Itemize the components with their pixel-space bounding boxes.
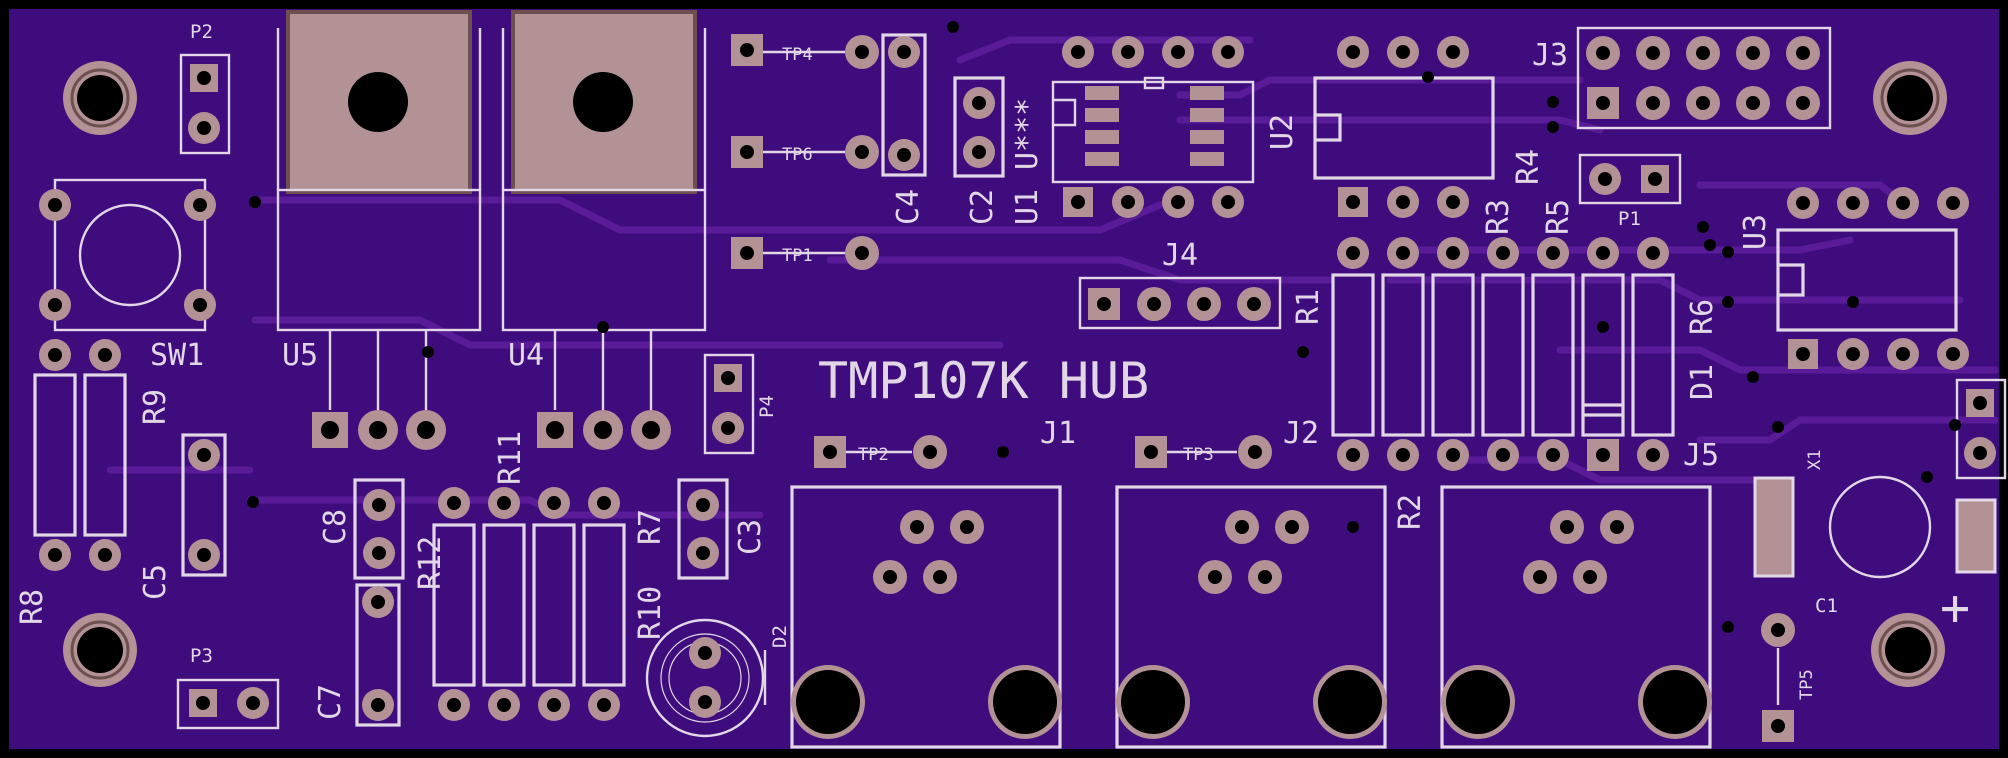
- ref-tp6: TP6: [782, 145, 813, 165]
- ref-c1: C1: [1815, 595, 1838, 617]
- testpoint-tp2: [814, 435, 947, 469]
- jack-j2: [1115, 485, 1387, 749]
- header-j3: [1576, 26, 1832, 130]
- ref-d1: D1: [1685, 364, 1720, 400]
- ref-u1: U1: [1010, 189, 1045, 225]
- testpoint-tp5: [1761, 613, 1795, 742]
- connector-p2: [179, 53, 231, 155]
- ref-c3: C3: [733, 519, 768, 555]
- ref-r6: R6: [1685, 299, 1720, 335]
- ref-tp3: TP3: [1183, 445, 1214, 465]
- ref-p1: P1: [1618, 208, 1641, 230]
- ref-j5: J5: [1683, 438, 1719, 473]
- ref-r12: R12: [413, 536, 448, 590]
- switch-sw1: [39, 178, 216, 332]
- ref-r5: R5: [1541, 199, 1576, 235]
- vias: [247, 21, 1961, 633]
- jack-j1: [790, 485, 1062, 749]
- ref-r3: R3: [1481, 199, 1516, 235]
- mounting-hole-bl: [63, 613, 137, 687]
- ic-u3: [1776, 187, 1969, 370]
- crystal-x1: [1753, 475, 1997, 579]
- connector-p4: [703, 353, 755, 455]
- ref-x1: X1: [1805, 450, 1825, 470]
- ref-c5: C5: [138, 564, 173, 600]
- ref-j2: J2: [1283, 416, 1319, 451]
- ref-r2: R2: [1393, 494, 1428, 530]
- board-title: TMP107K HUB: [818, 352, 1149, 410]
- testpoint-tp6: [731, 135, 879, 169]
- ref-d2: D2: [769, 625, 791, 648]
- mounting-hole-tl: [63, 61, 137, 135]
- mounting-hole-tr: [1873, 61, 1947, 135]
- ref-p3: P3: [190, 645, 213, 667]
- regulator-u5: [276, 10, 482, 450]
- ref-r8: R8: [15, 589, 50, 625]
- testpoint-tp3: [1135, 435, 1272, 469]
- ref-u4: U4: [508, 338, 544, 373]
- capacitor-c8: [353, 478, 405, 580]
- testpoint-tp4: [731, 34, 879, 69]
- ref-tp1: TP1: [782, 246, 813, 266]
- ic-u1: [1051, 36, 1255, 218]
- ref-sw1: SW1: [150, 338, 204, 373]
- ref-tp4: TP4: [782, 45, 813, 65]
- jack-j5: [1440, 485, 1712, 749]
- ref-r1: R1: [1291, 289, 1326, 325]
- header-j4: [1078, 276, 1282, 330]
- polarity-plus: +: [1940, 579, 1970, 637]
- ref-r11: R11: [493, 431, 528, 485]
- capacitor-c3: [677, 478, 729, 580]
- ic-u2: [1313, 36, 1495, 218]
- connector-p1: [1578, 153, 1682, 205]
- ref-r10: R10: [633, 586, 668, 640]
- capacitor-c5: [181, 433, 227, 577]
- resistor-r8: [33, 339, 77, 571]
- ref-u2: U2: [1265, 114, 1300, 150]
- capacitor-c4: [881, 33, 927, 177]
- ref-p2: P2: [190, 21, 213, 43]
- testpoint-tp1: [731, 236, 879, 270]
- resistor-r9: [83, 339, 127, 571]
- ref-c4: C4: [891, 189, 926, 225]
- ref-j3: J3: [1532, 38, 1568, 73]
- regulator-u4: [501, 10, 707, 450]
- ref-c7: C7: [313, 684, 348, 720]
- ref-r7: R7: [633, 509, 668, 545]
- capacitor-c2: [953, 76, 1005, 178]
- ref-c2: C2: [965, 189, 1000, 225]
- ref-u5: U5: [282, 338, 318, 373]
- ref-j4: J4: [1162, 238, 1198, 273]
- mounting-hole-br: [1871, 613, 1945, 687]
- ref-tp5: TP5: [1797, 669, 1817, 700]
- capacitor-c7: [355, 583, 401, 727]
- ref-u3: U3: [1738, 214, 1773, 250]
- ref-r9: R9: [138, 389, 173, 425]
- ref-tp2: TP2: [858, 445, 889, 465]
- ref-j1: J1: [1040, 416, 1076, 451]
- led-d2: [645, 618, 767, 738]
- connector-p3: [176, 678, 280, 730]
- ref-c8: C8: [318, 509, 353, 545]
- resistor-bank-r1-r6: [1331, 237, 1675, 471]
- edge-connector-right: [1955, 378, 2007, 480]
- mounting-holes: [63, 61, 1947, 687]
- ref-p4: P4: [756, 395, 778, 418]
- ref-r4: R4: [1511, 149, 1546, 185]
- resistor-bank-r11-r12: [432, 487, 626, 721]
- ref-ustar: U***: [1010, 98, 1045, 170]
